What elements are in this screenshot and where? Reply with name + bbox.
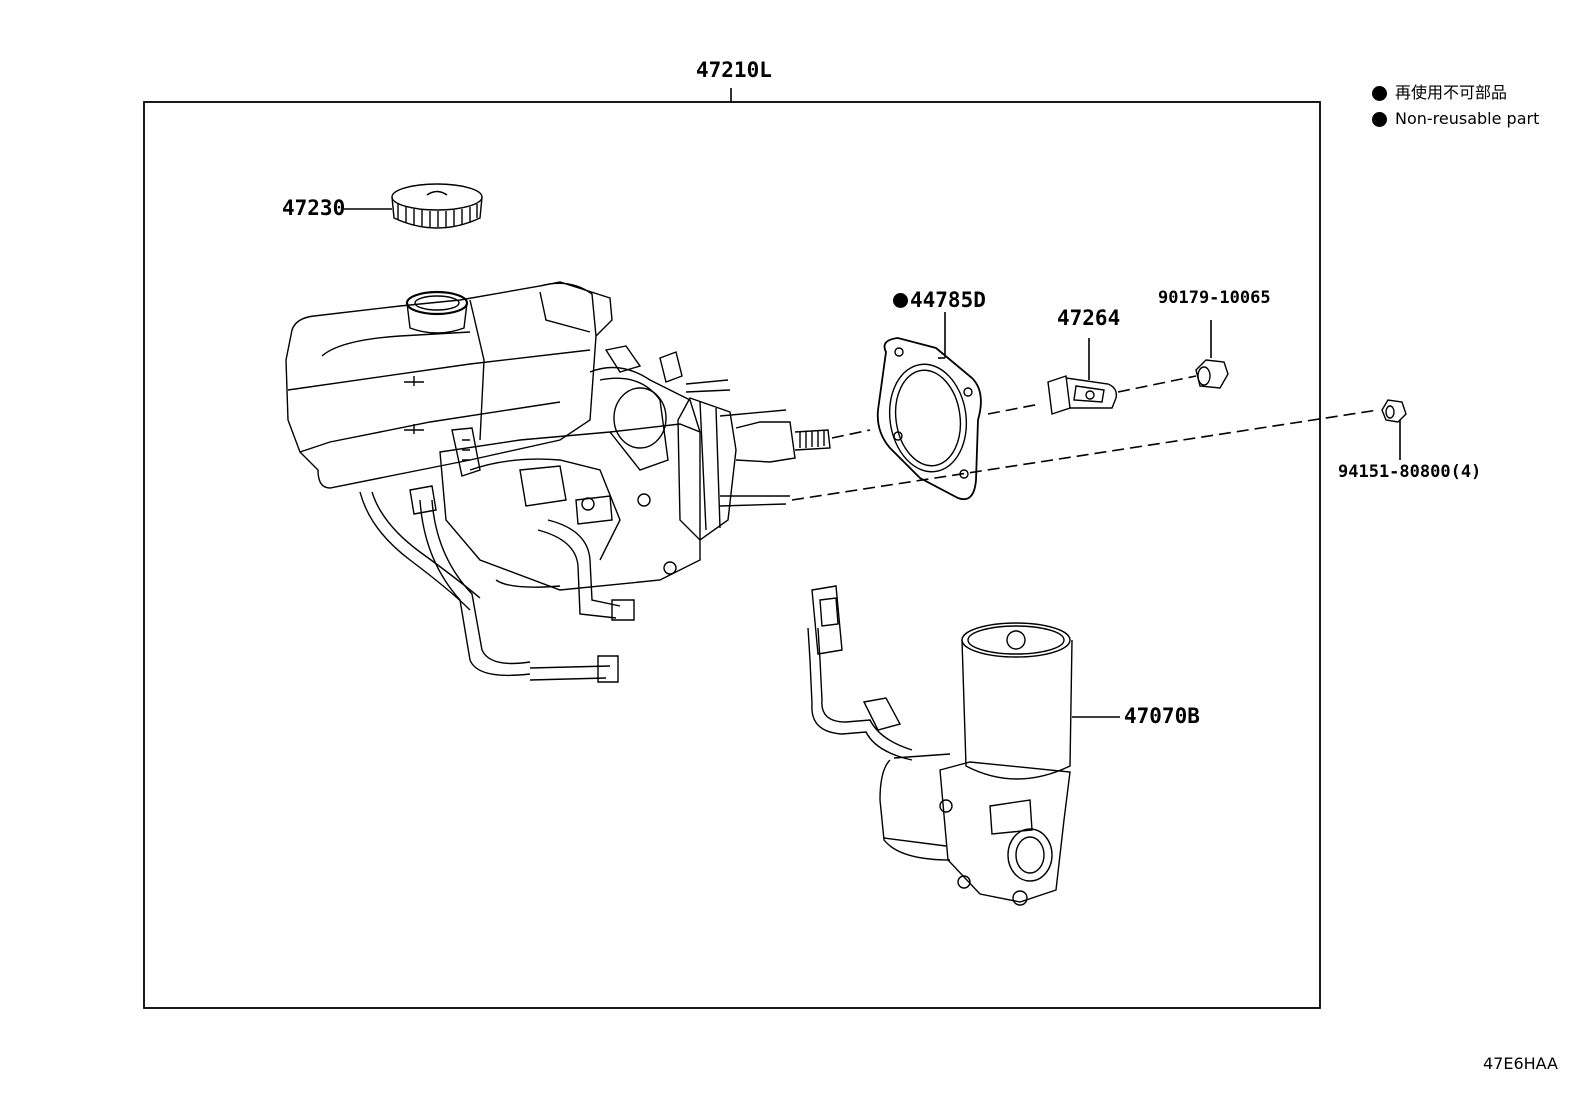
label-assembly-47210L: 47210L <box>696 58 772 82</box>
drawing-code: 47E6HAA <box>1482 1054 1558 1073</box>
legend-japanese-text: 再使用不可部品 <box>1395 83 1508 102</box>
flange-nut <box>1382 400 1406 460</box>
legend-english: Non-reusable part <box>1372 111 1539 127</box>
label-gasket-44785D: 44785D <box>910 288 986 312</box>
legend-english-text: Non-reusable part <box>1395 109 1540 128</box>
legend-dot-icon <box>1372 85 1387 101</box>
label-bracket-47264: 47264 <box>1057 306 1121 330</box>
legend-dot-icon <box>1372 111 1387 127</box>
alignment-lines <box>791 375 1379 501</box>
assembly-frame <box>143 101 1321 1009</box>
non-reusable-marker-icon <box>893 293 908 308</box>
label-spacer-90179-10065: 90179-10065 <box>1158 288 1271 308</box>
label-cap-47230: 47230 <box>282 196 346 220</box>
pump-motor <box>808 586 1120 905</box>
gasket <box>878 312 981 499</box>
label-gasket-row: 44785D <box>893 290 986 311</box>
reservoir-cap <box>344 184 482 228</box>
label-pump-47070B: 47070B <box>1124 704 1200 728</box>
spacer <box>1196 320 1228 388</box>
label-nut-94151-80800: 94151-80800(4) <box>1338 462 1482 482</box>
legend-japanese: 再使用不可部品 <box>1372 85 1507 101</box>
clevis-bracket <box>1048 338 1116 414</box>
master-cylinder-assembly <box>286 282 830 682</box>
